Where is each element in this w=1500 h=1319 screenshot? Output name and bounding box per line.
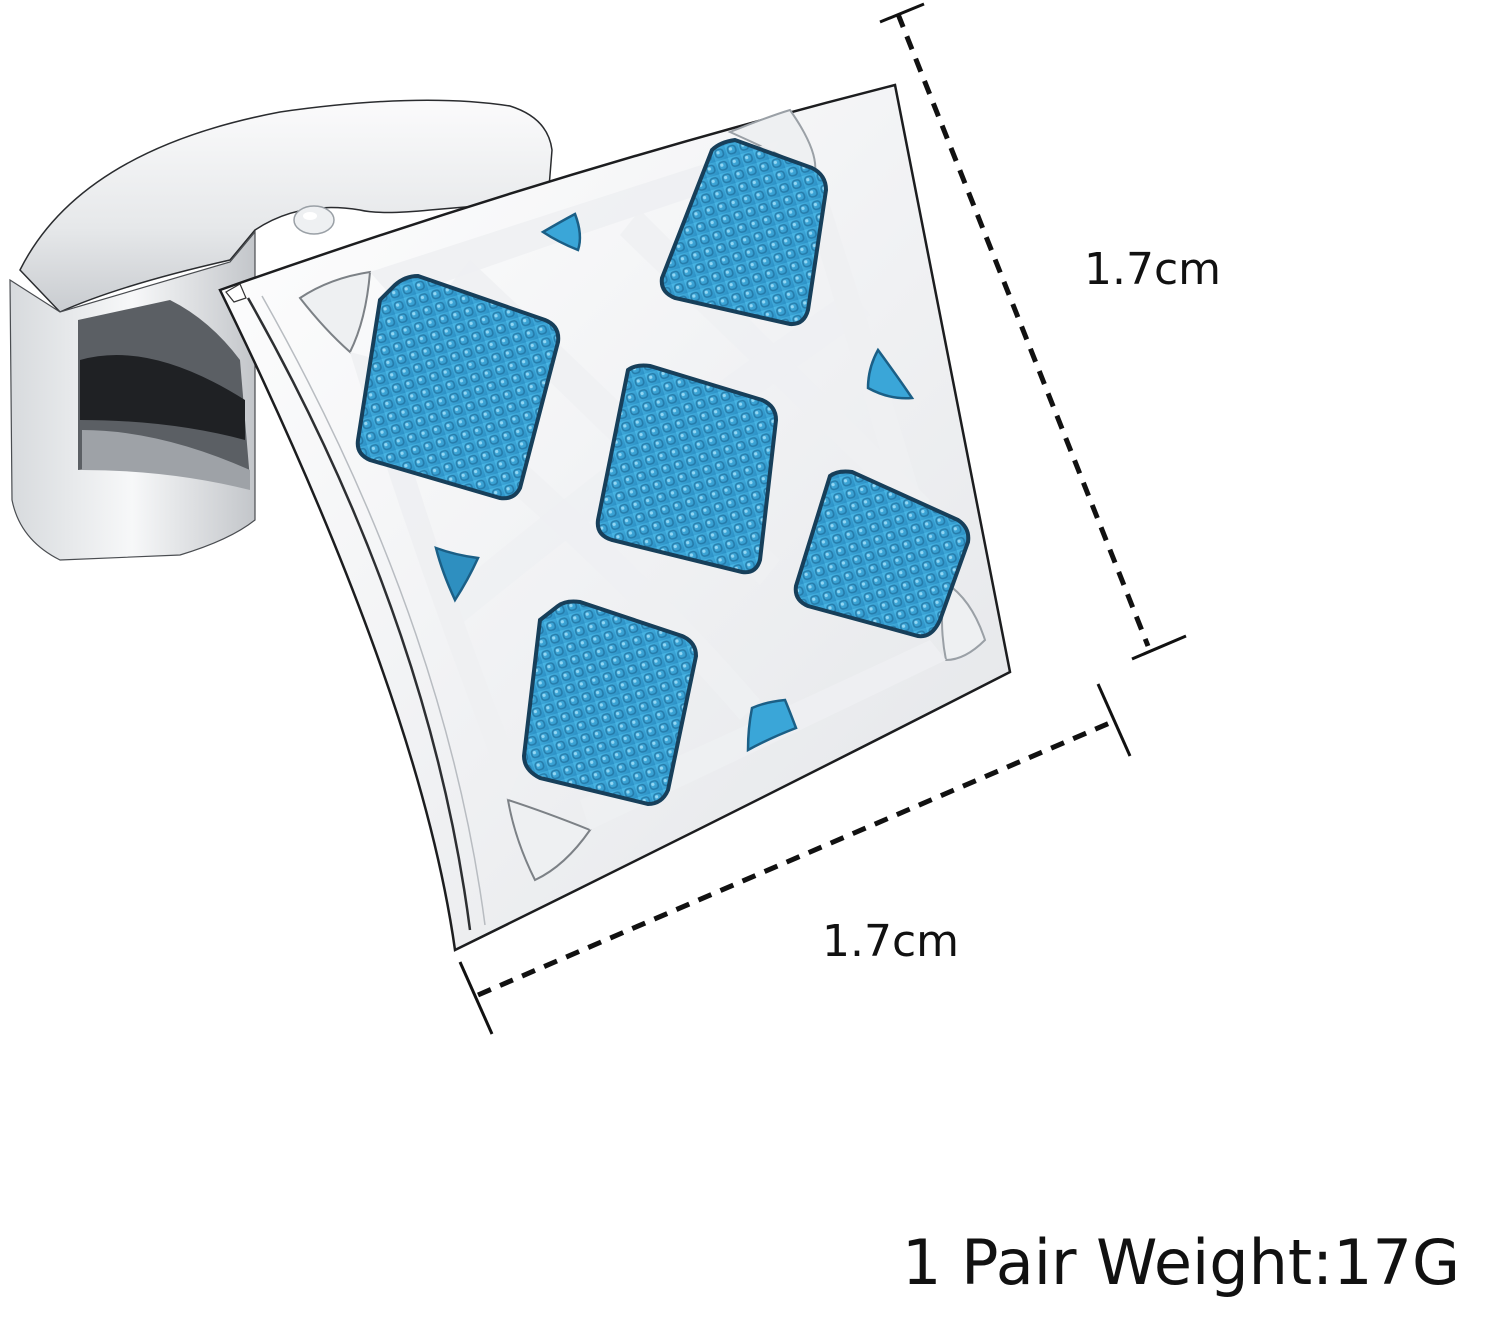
blue-triangle-accents <box>434 212 915 753</box>
pair-weight-label: 1 Pair Weight:17G <box>902 1226 1460 1299</box>
blue-enamel-squares <box>355 137 971 807</box>
toggle-back <box>9 99 553 561</box>
cufflink-face <box>218 83 1012 952</box>
width-dimension-line <box>458 683 1132 1035</box>
height-dimension-label: 1.7cm <box>1084 244 1222 295</box>
width-dimension-label: 1.7cm <box>822 916 960 967</box>
height-dimension-line <box>879 2 1187 661</box>
